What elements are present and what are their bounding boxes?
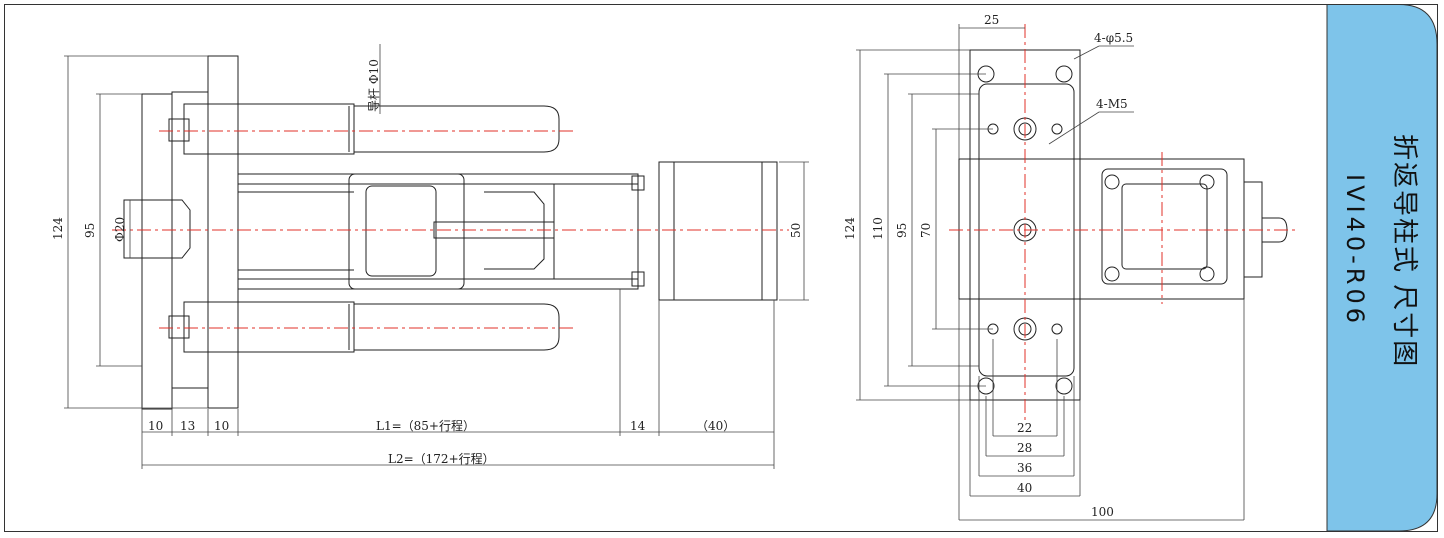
hole-label-1: 4-φ5.5 <box>1094 31 1133 45</box>
dim-22: 22 <box>1017 421 1032 435</box>
motor-face <box>1101 168 1228 285</box>
drawing-frame: 导杆 Φ10 Φ20 124 95 50 10 13 10 L1=（85+行程）… <box>4 4 1438 532</box>
dim-110: 110 <box>871 217 885 240</box>
dim-40-left: （40） <box>696 419 735 433</box>
hole-br <box>1055 377 1073 395</box>
dim-14: 14 <box>630 419 646 433</box>
dim-100: 100 <box>1091 505 1114 519</box>
dim-25: 25 <box>984 13 999 27</box>
guide-bushing-bottom <box>183 301 355 353</box>
left-view <box>64 44 809 469</box>
guide-bushing-top <box>183 103 355 155</box>
dim-95-left: 95 <box>83 223 97 238</box>
piston-rod <box>433 221 555 239</box>
guide-rod-label: 导杆 Φ10 <box>367 59 381 112</box>
guide-rod-bottom <box>348 303 560 351</box>
hole-tr <box>1055 65 1073 83</box>
dim-L1: L1=（85+行程） <box>376 418 475 433</box>
shaft <box>123 199 191 259</box>
dim-10b: 10 <box>214 419 229 433</box>
end-plate-1 <box>141 93 173 410</box>
dim-36: 36 <box>1017 461 1032 475</box>
dim-28: 28 <box>1017 441 1032 455</box>
right-view <box>856 24 1299 521</box>
shaft-diameter-label: Φ20 <box>113 217 127 242</box>
dim-95-right: 95 <box>895 223 909 238</box>
dim-124-right: 124 <box>843 217 857 240</box>
side-model: IVI40-R06 <box>1341 174 1369 327</box>
dim-10a: 10 <box>148 419 163 433</box>
dim-50: 50 <box>789 223 803 238</box>
dim-L2: L2=（172+行程） <box>388 451 495 466</box>
hole-label-2: 4-M5 <box>1096 97 1128 111</box>
dim-40-right: 40 <box>1017 481 1032 495</box>
dim-124-left: 124 <box>51 217 65 240</box>
cylinder-body <box>237 173 639 290</box>
dim-70: 70 <box>919 223 933 238</box>
motor <box>658 161 778 301</box>
side-title: 折返导柱式 尺寸图 <box>1389 134 1419 368</box>
dim-13: 13 <box>180 419 195 433</box>
flange-plate <box>207 55 239 409</box>
guide-rod-top <box>348 105 560 153</box>
side-panel <box>1326 4 1438 532</box>
